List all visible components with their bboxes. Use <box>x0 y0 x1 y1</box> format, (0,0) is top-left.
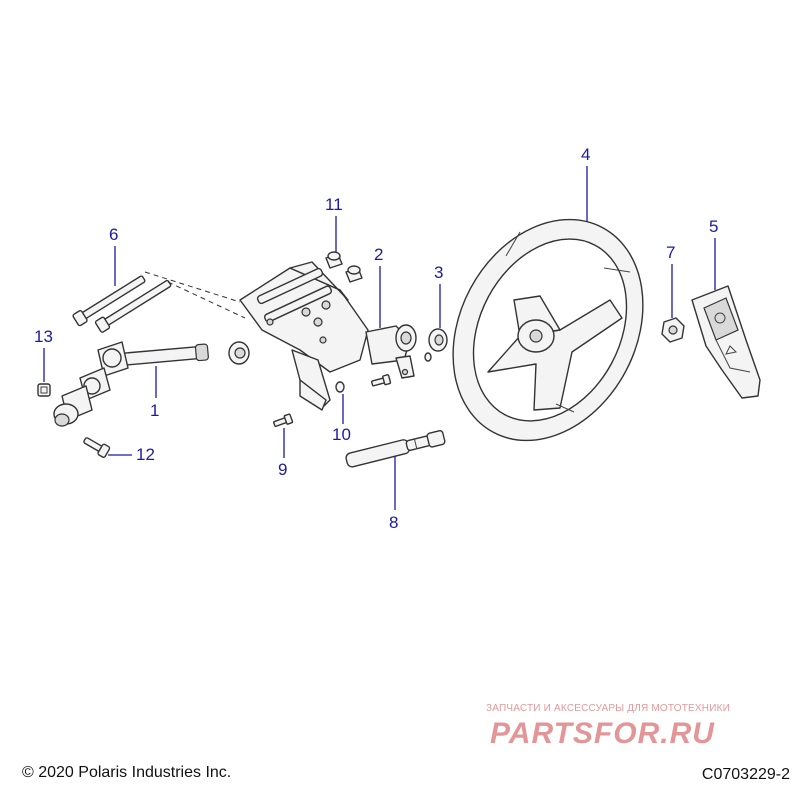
callout-3: 3 <box>434 263 444 282</box>
callout-9: 9 <box>278 460 288 479</box>
callout-7: 7 <box>666 243 676 262</box>
part-4-steering-wheel <box>452 218 644 442</box>
callout-4: 4 <box>581 145 591 164</box>
drawing-number: C0703229-2 <box>701 766 790 783</box>
callout-10: 10 <box>332 425 351 444</box>
part-12-flange-bolt <box>83 437 111 458</box>
part-10-washer <box>335 374 392 393</box>
leader-lines <box>43 166 716 510</box>
bracket-bushing <box>228 341 250 365</box>
callout-2: 2 <box>374 245 384 264</box>
callout-11: 11 <box>325 195 343 214</box>
callout-12: 12 <box>136 445 155 464</box>
part-13-clip-nut <box>37 383 51 397</box>
callout-8: 8 <box>389 513 399 532</box>
callout-6: 6 <box>109 225 119 244</box>
callout-13: 13 <box>34 327 53 346</box>
part-3-bushing <box>424 328 448 362</box>
part-7-nut <box>661 317 685 343</box>
copyright-notice: © 2020 Polaris Industries Inc. <box>22 764 232 781</box>
part-9-screw <box>273 413 294 428</box>
part-6-long-bolts <box>72 271 246 333</box>
callout-5: 5 <box>709 217 719 236</box>
part-11-grommets <box>325 251 363 283</box>
part-5-wheel-cover <box>691 285 761 399</box>
part-2-column-bracket <box>239 261 417 411</box>
callout-1: 1 <box>150 401 160 420</box>
part-8-tilt-shaft <box>345 430 446 468</box>
watermark-tagline: ЗАПЧАСТИ И АКСЕССУАРЫ ДЛЯ МОТОТЕХНИКИ <box>486 703 731 714</box>
watermark-logo: ЗАПЧАСТИ И АКСЕССУАРЫ ДЛЯ МОТОТЕХНИКИ PA… <box>486 703 786 753</box>
watermark-brand: PARTSFOR.RU <box>490 717 715 750</box>
part-1-steering-shaft <box>53 341 209 427</box>
